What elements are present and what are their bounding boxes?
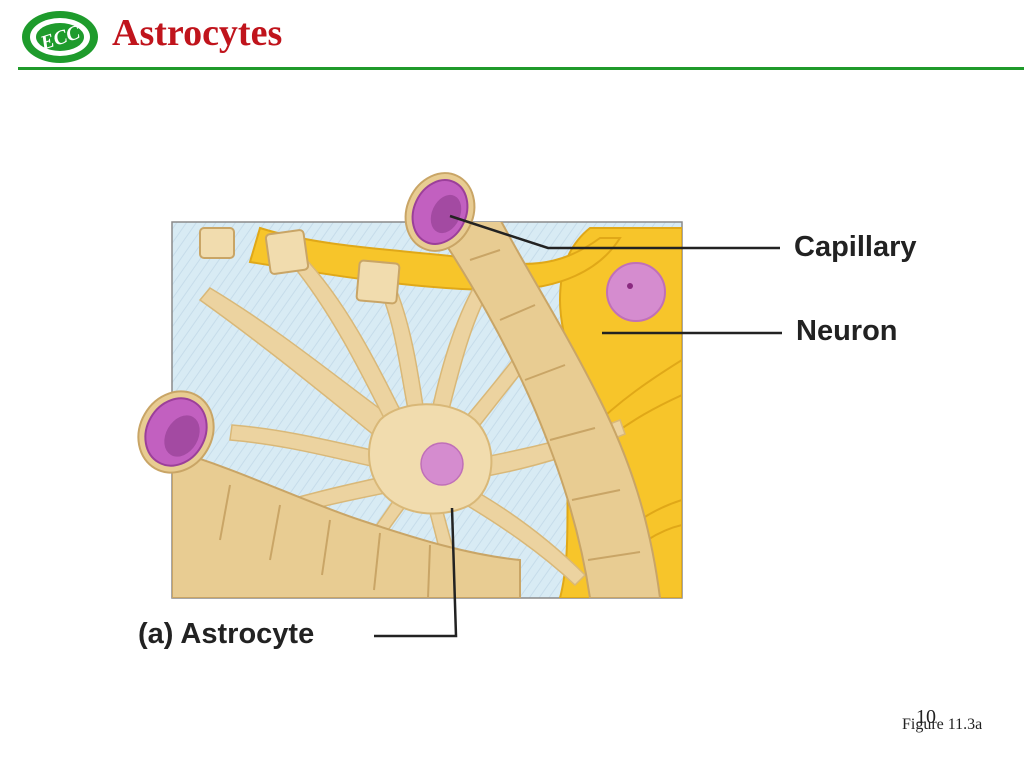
- label-capillary: Capillary: [794, 231, 917, 263]
- astrocyte-endfeet: [199, 227, 401, 305]
- logo-mark: [22, 11, 98, 63]
- neuron-nucleolus: [627, 283, 633, 289]
- capillary-horizontal: [172, 448, 521, 598]
- capillary-lumen-top: [404, 172, 476, 252]
- label-astrocyte: (a) Astrocyte: [138, 618, 315, 650]
- figure-reference: Figure 11.3a: [902, 716, 983, 733]
- capillary-diagonal: [430, 222, 662, 598]
- title-divider: [18, 67, 1024, 70]
- capillary-leader-line: [449, 214, 780, 250]
- slide-title: Astrocytes: [112, 12, 283, 54]
- capillary-lumen-left: [137, 390, 215, 474]
- astrocyte-leader-line: [374, 507, 458, 638]
- slide-number: 10: [916, 706, 936, 728]
- neuron-nucleus: [606, 262, 666, 322]
- label-neuron: Neuron: [796, 315, 898, 347]
- ecc-logo: ECC: [22, 11, 98, 63]
- astrocyte-nucleus: [420, 442, 464, 486]
